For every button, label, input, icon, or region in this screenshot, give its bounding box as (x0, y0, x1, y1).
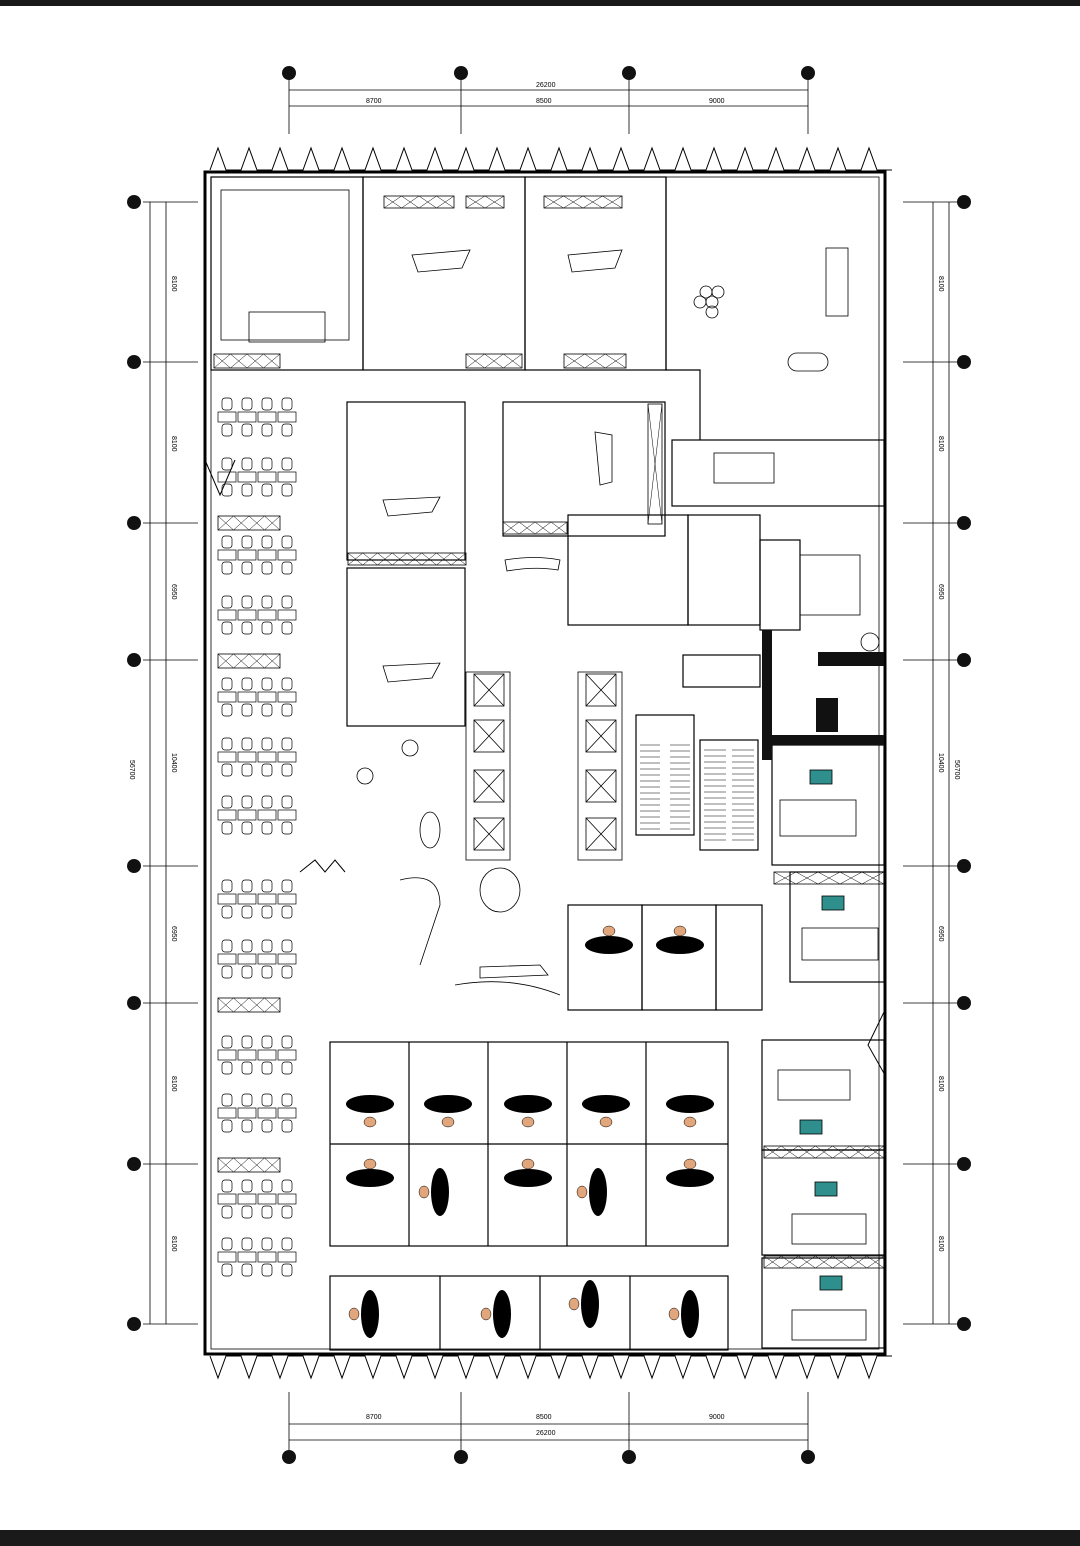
elevator-car (585, 769, 617, 803)
axis-bubble (957, 859, 971, 873)
cabinet-strip (773, 871, 885, 885)
round-furniture (356, 285, 880, 785)
elevator-car (585, 673, 617, 707)
axis-bubble (957, 1157, 971, 1171)
desk-cluster (217, 535, 297, 575)
desk-cluster (217, 939, 297, 979)
cabinet-strip (763, 1255, 885, 1269)
axis-bubble (801, 66, 815, 80)
executive-desk (582, 1095, 630, 1128)
axis-bubble (127, 355, 141, 369)
executive-desk (666, 1095, 714, 1128)
top-frame-bar (0, 0, 1080, 6)
desk-cluster (217, 879, 297, 919)
facade-sawtooth (204, 146, 892, 1380)
elevator-car (473, 817, 505, 851)
executive-desk (585, 925, 633, 954)
cabinet-strip (465, 353, 523, 369)
cabinet-strip (217, 997, 281, 1013)
cabinet-strip (213, 353, 281, 369)
teal-equipment (799, 769, 845, 1291)
executive-desk (576, 1168, 607, 1216)
executive-desk (346, 1158, 394, 1187)
executive-desks (346, 925, 714, 1338)
executive-desk (418, 1168, 449, 1216)
executive-desk (504, 1095, 552, 1128)
cabinet-strip (647, 403, 663, 525)
workstation-desks (217, 397, 297, 1277)
cabinet-strip (563, 353, 627, 369)
desk-cluster (217, 1093, 297, 1133)
desk-cluster (217, 1237, 297, 1277)
cabinet-strip (217, 1157, 281, 1173)
cabinet-strip (217, 515, 281, 531)
executive-desk (504, 1158, 552, 1187)
elevator-car (473, 719, 505, 753)
bottom-frame-bar (0, 1530, 1080, 1546)
elevator-car (585, 817, 617, 851)
cabinet-strip (543, 195, 623, 209)
axis-bubble (957, 653, 971, 667)
executive-desk (424, 1095, 472, 1128)
desk-cluster (217, 595, 297, 635)
desk-cluster (217, 1179, 297, 1219)
executive-desk (346, 1095, 394, 1128)
executive-desk (656, 925, 704, 954)
desk-cluster (217, 397, 297, 437)
facade-notch-right (867, 1009, 886, 1076)
stair-treads (640, 744, 754, 841)
elevator-car (473, 769, 505, 803)
cabinet-strip (217, 653, 281, 669)
interior-walls (210, 176, 885, 1351)
axis-bubble (127, 1317, 141, 1331)
executive-desk (666, 1158, 714, 1187)
dimension-lines (143, 80, 958, 1450)
cabinet-strip (347, 552, 467, 566)
core-wall-hatch (762, 630, 884, 760)
elevator-car (473, 673, 505, 707)
axis-bubble (454, 1450, 468, 1464)
axis-bubble (957, 355, 971, 369)
axis-bubble (957, 516, 971, 530)
facade-teeth-top (209, 146, 892, 171)
axis-bubble (127, 195, 141, 209)
elevator-car (585, 719, 617, 753)
elevator-cars (473, 673, 617, 851)
executive-desk (348, 1290, 379, 1338)
axis-bubble (282, 1450, 296, 1464)
axis-bubble (454, 66, 468, 80)
axis-bubble (127, 859, 141, 873)
axis-bubble (282, 66, 296, 80)
cabinet-strip (465, 195, 505, 209)
desk-cluster (217, 1035, 297, 1075)
conference-tables (382, 249, 879, 1341)
facade-teeth-bottom (209, 1355, 892, 1380)
axis-bubble (127, 1157, 141, 1171)
axis-bubble (127, 996, 141, 1010)
axis-bubble (957, 996, 971, 1010)
axis-bubble (127, 516, 141, 530)
executive-desk (668, 1290, 699, 1338)
cabinet-strip (502, 521, 568, 535)
axis-bubble (957, 1317, 971, 1331)
executive-desk (568, 1280, 599, 1328)
desk-cluster (217, 795, 297, 835)
storage-cabinets (213, 195, 885, 1269)
axis-bubble (801, 1450, 815, 1464)
desk-cluster (217, 677, 297, 717)
axis-bubble (127, 653, 141, 667)
executive-desk (480, 1290, 511, 1338)
cabinet-strip (763, 1145, 885, 1159)
axis-bubble (622, 1450, 636, 1464)
axis-bubble (622, 66, 636, 80)
axis-bubble (957, 195, 971, 209)
axis-markers (127, 66, 971, 1464)
desk-cluster (217, 737, 297, 777)
desk-cluster (217, 457, 297, 497)
cabinet-strip (383, 195, 455, 209)
